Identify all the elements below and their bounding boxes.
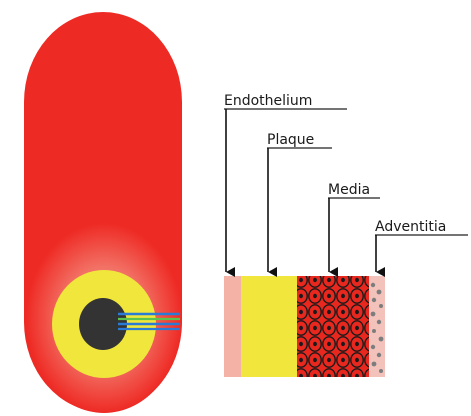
plaque-layer	[241, 276, 297, 377]
label-adventitia-text: Adventitia	[375, 219, 446, 235]
label-adventitia: Adventitia	[375, 219, 468, 272]
wall-layers-strip	[224, 276, 385, 377]
label-media: Media	[328, 182, 380, 272]
vessel-cross-section	[24, 12, 182, 413]
label-plaque-text: Plaque	[267, 132, 314, 148]
media-layer	[297, 276, 369, 377]
endothelium-layer	[224, 276, 241, 377]
adventitia-layer	[369, 276, 385, 377]
label-endothelium-text: Endothelium	[224, 93, 312, 109]
label-media-text: Media	[328, 182, 370, 198]
label-plaque: Plaque	[267, 132, 332, 272]
